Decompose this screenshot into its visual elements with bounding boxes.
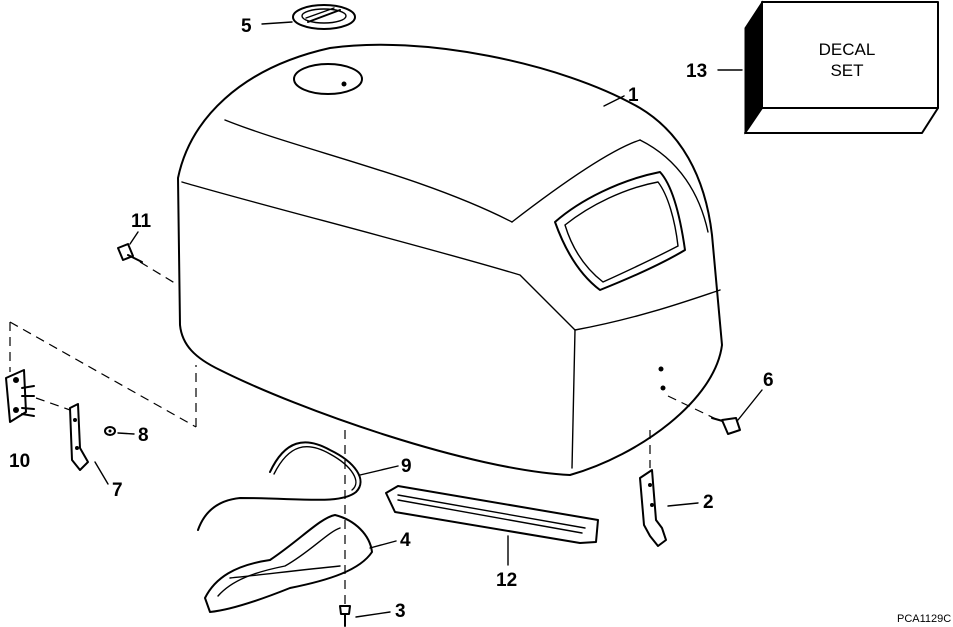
callout-labels: 1 2 3 4 5 6 7 8 9 10 11 12 13	[9, 16, 774, 622]
nut-part-8	[104, 426, 116, 436]
callout-12: 12	[496, 570, 517, 591]
rail-part-12	[385, 485, 599, 544]
bolt-part-6	[711, 417, 741, 435]
decal-label-line2: SET	[830, 61, 863, 80]
callout-8: 8	[138, 425, 149, 446]
screw-part-3	[339, 605, 351, 627]
callout-5: 5	[241, 16, 252, 37]
figure-code: PCA1129C	[897, 613, 951, 625]
bracket-plate-10	[5, 369, 35, 423]
callout-10: 10	[9, 451, 30, 472]
callout-7: 7	[112, 480, 123, 501]
callout-2: 2	[703, 492, 714, 513]
callout-3: 3	[395, 601, 406, 622]
callout-1: 1	[628, 85, 639, 106]
cowl-cap-part	[292, 4, 356, 30]
leader-lines	[94, 21, 763, 618]
callout-11: 11	[131, 211, 152, 232]
seal-part-4	[204, 514, 373, 613]
latch-part-2	[639, 469, 667, 547]
callout-6: 6	[763, 370, 774, 391]
hose-part-9	[197, 441, 362, 531]
decal-set-box: DECAL SET	[744, 0, 939, 135]
callout-13: 13	[686, 61, 707, 82]
assembly-lines	[9, 261, 719, 604]
screw-part-11	[117, 243, 143, 263]
cowl-top-hole	[293, 63, 363, 95]
latch-part-7	[69, 403, 89, 471]
callout-4: 4	[400, 530, 411, 551]
decal-label-line1: DECAL	[819, 40, 876, 59]
callout-9: 9	[401, 456, 412, 477]
engine-cowl	[177, 43, 723, 476]
